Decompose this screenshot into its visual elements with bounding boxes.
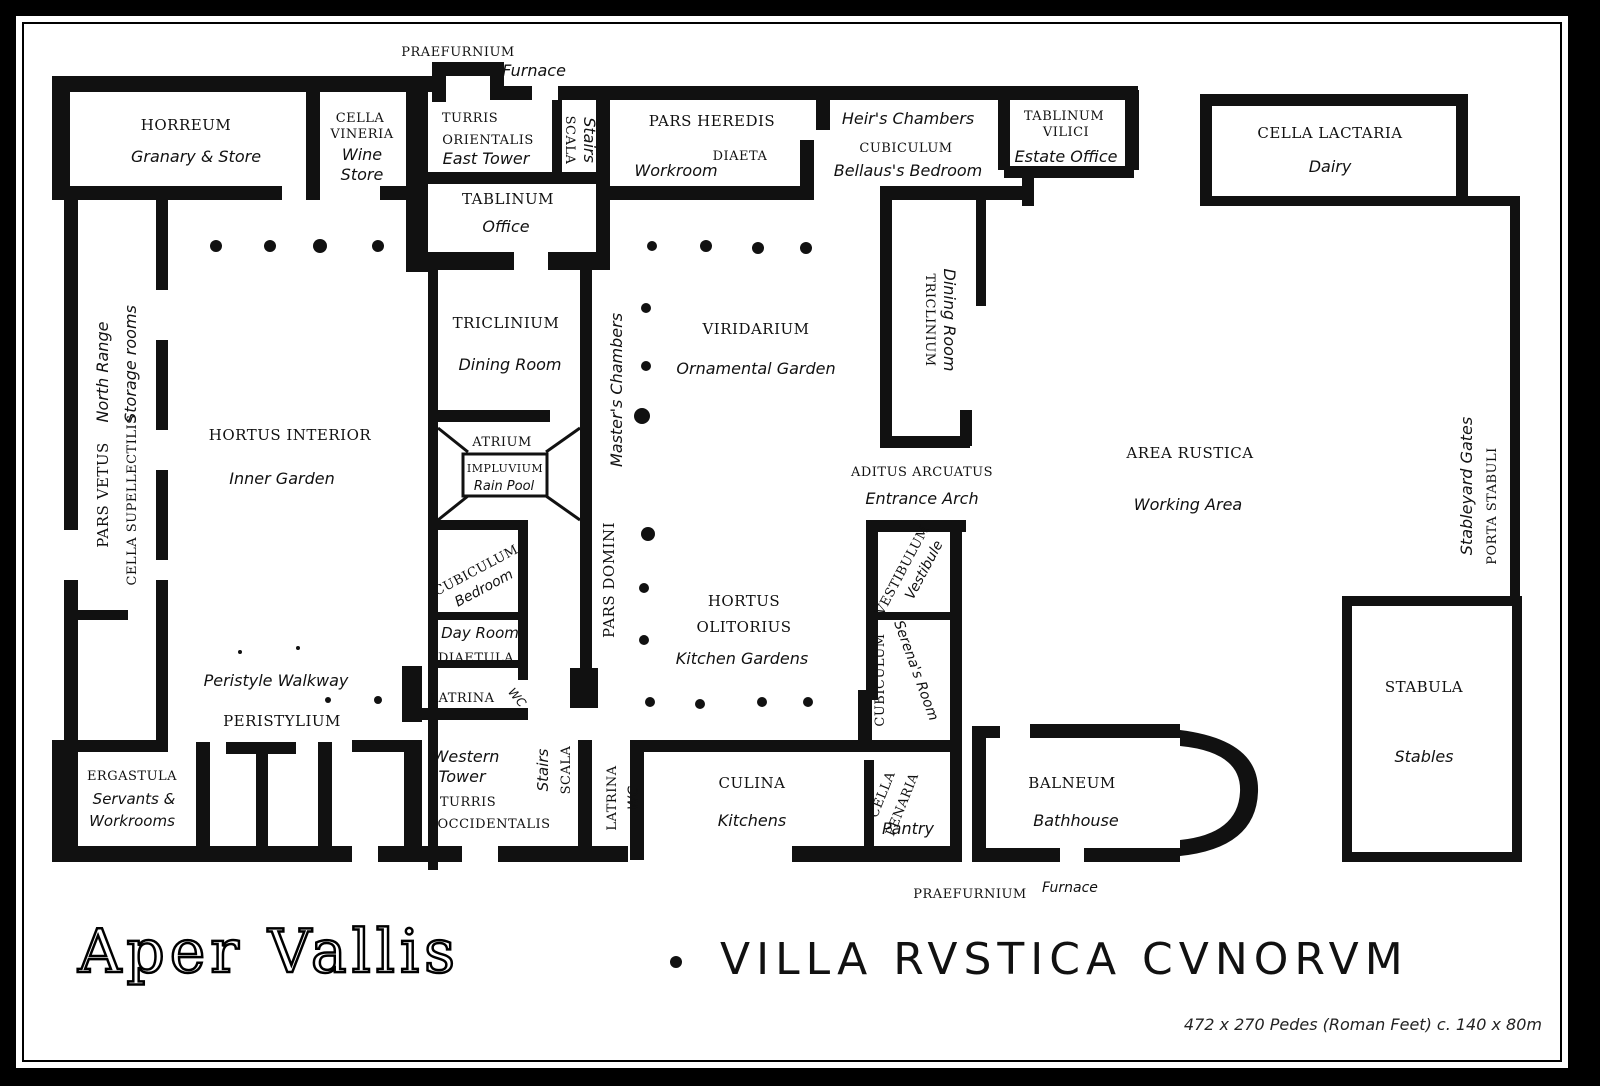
estate-office-label: Estate Office <box>1015 147 1118 166</box>
serenas-room-label: Serena's Room <box>890 618 941 723</box>
culina-label: CULINA <box>719 774 786 792</box>
plan-group: PRAEFURNIUM Furnace HORREUM Granary & St… <box>52 45 1542 1034</box>
servants-label: Servants & <box>93 790 176 808</box>
map-frame: PRAEFURNIUM Furnace HORREUM Granary & St… <box>12 12 1572 1072</box>
columns <box>210 239 813 709</box>
kitchens-label: Kitchens <box>718 811 786 830</box>
diaeta-label: DIAETA <box>713 149 768 164</box>
horreum-label: HORREUM <box>141 116 231 134</box>
impluvium-label: IMPLUVIUM <box>467 462 543 475</box>
triclinium-east-label: TRICLINIUM <box>922 273 937 366</box>
hortus-olitorius-label-1: HORTUS <box>708 592 780 610</box>
day-room-label: Day Room <box>441 624 519 642</box>
cubiculum-south-label: CUBICULUM <box>873 633 888 726</box>
wc-south-label: WC <box>626 786 642 810</box>
turris-occidentalis-label-2: OCCIDENTALIS <box>438 817 551 832</box>
stairs-south-label: Stairs <box>534 748 552 791</box>
tablinum-vilici-label-1: TABLINUM <box>1024 109 1104 124</box>
entrance-arch-label: Entrance Arch <box>865 489 978 508</box>
ornamental-garden-label: Ornamental Garden <box>676 359 835 378</box>
praefurnium-north-label: PRAEFURNIUM <box>401 45 514 60</box>
wine-label: Wine <box>342 145 382 164</box>
title-separator-dot <box>670 956 682 968</box>
pantry-label: Pantry <box>882 819 934 838</box>
cella-supellectilis-label: CELLA SUPELLECTILIS <box>125 414 140 585</box>
praefurnium-south-label: PRAEFURNIUM <box>913 887 1026 902</box>
workroom-label: Workroom <box>634 161 717 180</box>
hortus-interior-label: HORTUS INTERIOR <box>209 426 372 444</box>
aditus-arcuatus-label: ADITUS ARCUATUS <box>850 465 993 480</box>
workrooms-label: Workrooms <box>89 812 175 830</box>
porta-stabuli-label: PORTA STABULI <box>1485 447 1500 564</box>
area-rustica-label: AREA RUSTICA <box>1125 444 1253 462</box>
stabula-label: STABULA <box>1385 678 1463 696</box>
stableyard-gates-label: Stableyard Gates <box>1457 417 1476 555</box>
north-range-label: North Range <box>93 321 112 422</box>
turris-orientalis-label-1: TURRIS <box>442 111 498 126</box>
cella-lactaria-label: CELLA LACTARIA <box>1257 124 1402 142</box>
office-label: Office <box>482 217 529 236</box>
tablinum-vilici-label-2: VILICI <box>1042 125 1089 140</box>
heirs-chambers-label: Heir's Chambers <box>842 109 974 128</box>
turris-occidentalis-label-1: TURRIS <box>440 795 496 810</box>
store-label: Store <box>341 165 384 184</box>
peristyle-walkway-label: Peristyle Walkway <box>204 671 349 690</box>
ergastula-label: ERGASTULA <box>87 769 177 784</box>
latrina-west-label: LATRINA <box>429 691 494 706</box>
furnace-north-label: Furnace <box>502 61 566 80</box>
wc-west-label: WC <box>505 685 529 710</box>
stairs-north-label: Stairs <box>580 117 599 163</box>
east-tower-label: East Tower <box>443 149 531 168</box>
working-area-label: Working Area <box>1134 495 1242 514</box>
western-label: Western <box>433 747 500 766</box>
bathhouse-label: Bathhouse <box>1033 811 1119 830</box>
map-dimensions: 472 x 270 Pedes (Roman Feet) c. 140 x 80… <box>1184 1015 1542 1034</box>
title-block: Aper Vallis VILLA RVSTICA CVNORVM 472 x … <box>76 916 1542 1034</box>
stables-label: Stables <box>1394 747 1453 766</box>
balneum-label: BALNEUM <box>1028 774 1115 792</box>
turris-orientalis-label-2: ORIENTALIS <box>442 133 533 148</box>
hortus-olitorius-label-2: OLITORIUS <box>696 618 791 636</box>
peristylium-label: PERISTYLIUM <box>223 712 341 730</box>
labels: PRAEFURNIUM Furnace HORREUM Granary & St… <box>87 45 1500 902</box>
latrina-south-label: LATRINA <box>605 765 620 830</box>
masters-chambers-label: Master's Chambers <box>607 313 626 467</box>
cella-vineria-label-2: VINERIA <box>329 127 393 142</box>
viridarium-label: VIRIDARIUM <box>701 320 809 338</box>
scala-south-label: SCALA <box>559 746 574 795</box>
tablinum-label: TABLINUM <box>462 190 554 208</box>
kitchen-gardens-label: Kitchen Gardens <box>676 649 808 668</box>
diaetula-label: DIAETULA <box>438 651 514 666</box>
granary-label: Granary & Store <box>131 147 261 166</box>
map-title: Aper Vallis <box>77 917 460 987</box>
triclinium-west-label: TRICLINIUM <box>453 314 560 332</box>
rain-pool-label: Rain Pool <box>474 479 535 494</box>
bellaus-bedroom-label: Bellaus's Bedroom <box>834 161 983 180</box>
map-subtitle: VILLA RVSTICA CVNORVM <box>720 934 1409 985</box>
walls <box>52 62 1522 870</box>
inner-garden-label: Inner Garden <box>229 469 334 488</box>
tower-label: Tower <box>438 767 487 786</box>
cubiculum-north-label: CUBICULUM <box>859 141 952 156</box>
furnace-south-label: Furnace <box>1042 880 1098 896</box>
cella-vineria-label-1: CELLA <box>336 111 385 126</box>
scala-north-label: SCALA <box>562 116 577 165</box>
villa-floor-plan: PRAEFURNIUM Furnace HORREUM Granary & St… <box>52 45 1542 1034</box>
storage-rooms-label: Storage rooms <box>121 305 140 423</box>
pars-heredis-label: PARS HEREDIS <box>649 112 775 130</box>
dining-west-label: Dining Room <box>458 355 561 374</box>
pars-vetus-label: PARS VETUS <box>94 442 112 548</box>
dining-east-label: Dining Room <box>940 268 959 371</box>
atrium-label: ATRIUM <box>471 435 532 450</box>
pars-domini-label: PARS DOMINI <box>600 522 618 638</box>
dairy-label: Dairy <box>1309 157 1352 176</box>
